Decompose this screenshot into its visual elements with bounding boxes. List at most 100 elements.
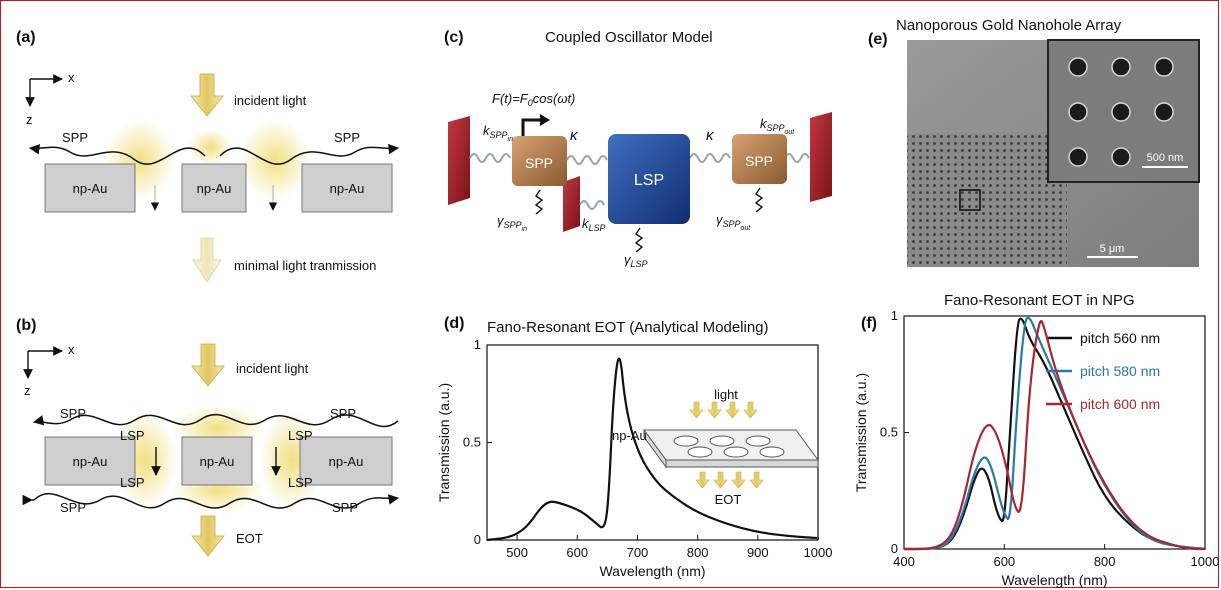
inset-light-label: light bbox=[714, 387, 738, 402]
axis-z-label: z bbox=[26, 112, 33, 127]
glow bbox=[188, 129, 232, 165]
axis-z-label: z bbox=[24, 383, 31, 398]
zoom-box bbox=[959, 189, 981, 211]
panel-d-title: Fano-Resonant EOT (Analytical Modeling) bbox=[487, 319, 769, 336]
x-tick-label: 800 bbox=[687, 545, 709, 560]
y-tick-label: 1 bbox=[474, 337, 481, 352]
damping-out bbox=[754, 187, 764, 213]
panel-e-title: Nanoporous Gold Nanohole Array bbox=[896, 17, 1122, 34]
y-tick-label: 1 bbox=[891, 308, 898, 323]
hole bbox=[687, 446, 713, 458]
legend-label: pitch 560 nm bbox=[1080, 330, 1160, 346]
x-tick-label: 1000 bbox=[1191, 554, 1220, 569]
panel-d-label: (d) bbox=[444, 315, 464, 332]
spring-kappa-left bbox=[566, 155, 608, 165]
hole bbox=[673, 435, 699, 447]
spp-wave-right bbox=[219, 143, 400, 165]
y-tick-label: 0 bbox=[474, 532, 481, 547]
kappa-right-label: κ bbox=[706, 127, 715, 144]
spp-out-cube bbox=[732, 134, 787, 184]
panel-a: (a) x z incident light np-Au np-Au np-Au… bbox=[16, 29, 400, 283]
panel-a-label: (a) bbox=[16, 29, 36, 46]
lsp-label: LSP bbox=[120, 428, 145, 443]
lsp-cube-label: LSP bbox=[634, 172, 664, 189]
np-au-block bbox=[44, 163, 136, 213]
spring-in bbox=[469, 153, 511, 163]
inset-npau-label: np-Au bbox=[612, 428, 647, 443]
spp-wave-left bbox=[28, 144, 206, 165]
y-tick-label: 0.5 bbox=[880, 425, 898, 440]
y-axis-label: Transmission (a.u.) bbox=[436, 383, 452, 502]
incident-light-arrow bbox=[191, 343, 225, 387]
np-au-label: np-Au bbox=[329, 454, 364, 469]
scale-bar-main-label: 5 μm bbox=[1100, 243, 1125, 255]
np-au-label: np-Au bbox=[330, 181, 365, 196]
x-tick-label: 500 bbox=[506, 545, 528, 560]
panel-e: (e) Nanoporous Gold Nanohole Array 5 μm … bbox=[868, 17, 1200, 267]
axis-x-label: x bbox=[68, 342, 75, 357]
lsp-label: LSP bbox=[288, 428, 313, 443]
x-axis-label: Wavelength (nm) bbox=[599, 563, 705, 579]
np-au-block bbox=[44, 436, 136, 486]
y-tick-label: 0.5 bbox=[463, 435, 481, 450]
legend-label: pitch 600 nm bbox=[1080, 396, 1160, 412]
x-tick-label: 700 bbox=[627, 545, 649, 560]
incident-light-label: incident light bbox=[234, 93, 307, 108]
spp-label: SPP bbox=[330, 406, 356, 421]
scale-bar-inset-label: 500 nm bbox=[1147, 152, 1184, 164]
np-au-block bbox=[181, 163, 247, 213]
x-tick-label: 800 bbox=[1094, 554, 1116, 569]
panel-c-title: Coupled Oscillator Model bbox=[545, 29, 713, 46]
np-au-block bbox=[299, 436, 393, 486]
series-line-0 bbox=[486, 357, 820, 542]
force-label: F(t)=F0cos(ωt) bbox=[492, 91, 575, 108]
wall-left bbox=[448, 116, 470, 205]
damping-lsp bbox=[634, 227, 644, 253]
spring-out bbox=[784, 153, 810, 163]
hole-slab-inset: light np-Au EOT bbox=[612, 387, 819, 507]
damping-in bbox=[534, 189, 544, 215]
spp-in-cube bbox=[512, 136, 567, 186]
incident-light-arrow bbox=[190, 73, 224, 117]
np-au-label: np-Au bbox=[73, 454, 108, 469]
panel-c-label: (c) bbox=[444, 29, 464, 46]
y-axis-label: Transmission (a.u.) bbox=[853, 373, 869, 492]
np-au-label: np-Au bbox=[197, 181, 232, 196]
x-tick-label: 600 bbox=[566, 545, 588, 560]
spp-out-label: SPP bbox=[745, 153, 773, 169]
transmission-label: minimal light tranmission bbox=[234, 258, 376, 273]
np-au-label: np-Au bbox=[200, 454, 235, 469]
gamma-spp-out-label: γSPPout bbox=[716, 212, 751, 232]
gamma-lsp-label: γLSP bbox=[624, 252, 648, 269]
k-spp-out-label: kSPPout bbox=[760, 116, 795, 136]
force-arrow bbox=[521, 118, 541, 142]
panel-b-label: (b) bbox=[16, 317, 36, 334]
x-tick-label: 600 bbox=[993, 554, 1015, 569]
light-arrows bbox=[689, 401, 758, 419]
np-au-block bbox=[181, 436, 253, 486]
panel-f-title: Fano-Resonant EOT in NPG bbox=[944, 292, 1135, 309]
panel-e-label: (e) bbox=[868, 31, 888, 48]
spring-kappa-right bbox=[689, 153, 731, 163]
lsp-cube bbox=[608, 134, 690, 224]
nanohole-array bbox=[907, 134, 1067, 267]
slab-edge bbox=[643, 428, 667, 469]
lsp-label: LSP bbox=[120, 475, 145, 490]
spring-lsp bbox=[579, 200, 605, 210]
spp-label: SPP bbox=[62, 130, 88, 145]
x-tick-label: 1000 bbox=[804, 545, 833, 560]
spp-wave-bottom bbox=[33, 493, 400, 509]
force-arrowhead bbox=[540, 114, 550, 126]
np-au-block bbox=[301, 163, 393, 213]
eot-arrow bbox=[191, 515, 225, 557]
spp-in-label: SPP bbox=[525, 155, 553, 171]
axis-x-label: x bbox=[68, 70, 75, 85]
transmission-arrow bbox=[192, 237, 222, 283]
hole bbox=[759, 446, 785, 458]
k-spp-in-label: kSPPin bbox=[483, 123, 513, 143]
x-tick-label: 400 bbox=[893, 554, 915, 569]
